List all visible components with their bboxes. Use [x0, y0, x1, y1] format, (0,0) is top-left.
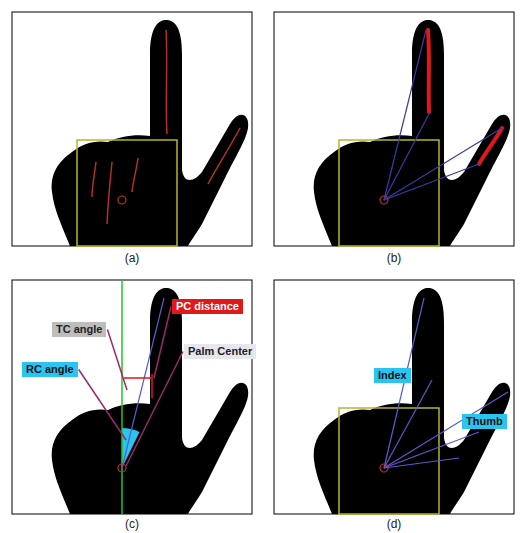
index-tag: Index: [374, 368, 411, 383]
skeleton-lines: [92, 30, 240, 224]
tag-text: RC angle: [26, 363, 74, 375]
tag-text: Palm Center: [188, 345, 252, 357]
panel-label: (b): [387, 251, 402, 265]
thumb-tag: Thumb: [462, 414, 507, 429]
pc-distance-mark: [124, 374, 152, 398]
tip-point: [127, 389, 133, 395]
panel-frame: [12, 12, 252, 246]
tag-text: TC angle: [56, 323, 102, 335]
center-rays: [384, 298, 508, 468]
hand-silhouette: [314, 288, 511, 514]
panel-frame: [274, 280, 514, 514]
palm-box: [77, 140, 177, 246]
rc-angle-tag: RC angle: [22, 362, 78, 377]
leader-line: [126, 352, 183, 467]
finger-skeleton: [428, 30, 502, 164]
center-rays: [384, 30, 502, 200]
panel-d: [274, 280, 514, 514]
panel-label: (a): [125, 251, 140, 265]
hand-silhouette: [52, 20, 249, 246]
palm-center-tag: Palm Center: [184, 344, 256, 359]
leader-line: [107, 330, 127, 391]
palm-box: [339, 140, 439, 246]
tag-text: Thumb: [466, 415, 503, 427]
palm-box: [339, 408, 439, 514]
hand-silhouette: [52, 288, 249, 514]
tc-angle-tag: TC angle: [52, 322, 106, 337]
panel-label: (c): [125, 517, 139, 531]
leader-line: [79, 370, 126, 441]
leader-line: [154, 307, 171, 379]
palm-center: [380, 196, 388, 204]
panel-b: [274, 12, 514, 246]
index-ray: [122, 298, 164, 468]
pc-distance-tag: PC distance: [172, 299, 243, 314]
panel-frame: [12, 280, 252, 514]
palm-center: [380, 464, 388, 472]
tag-text: Index: [378, 369, 407, 381]
panel-frame: [274, 12, 514, 246]
palm-center: [118, 196, 126, 204]
hand-silhouette: [314, 20, 511, 246]
palm-center: [118, 464, 126, 472]
reference-axis: [121, 280, 123, 514]
panel-c: [12, 280, 252, 514]
panel-label: (d): [387, 517, 402, 531]
panel-a: [12, 12, 252, 246]
tag-text: PC distance: [176, 300, 239, 312]
